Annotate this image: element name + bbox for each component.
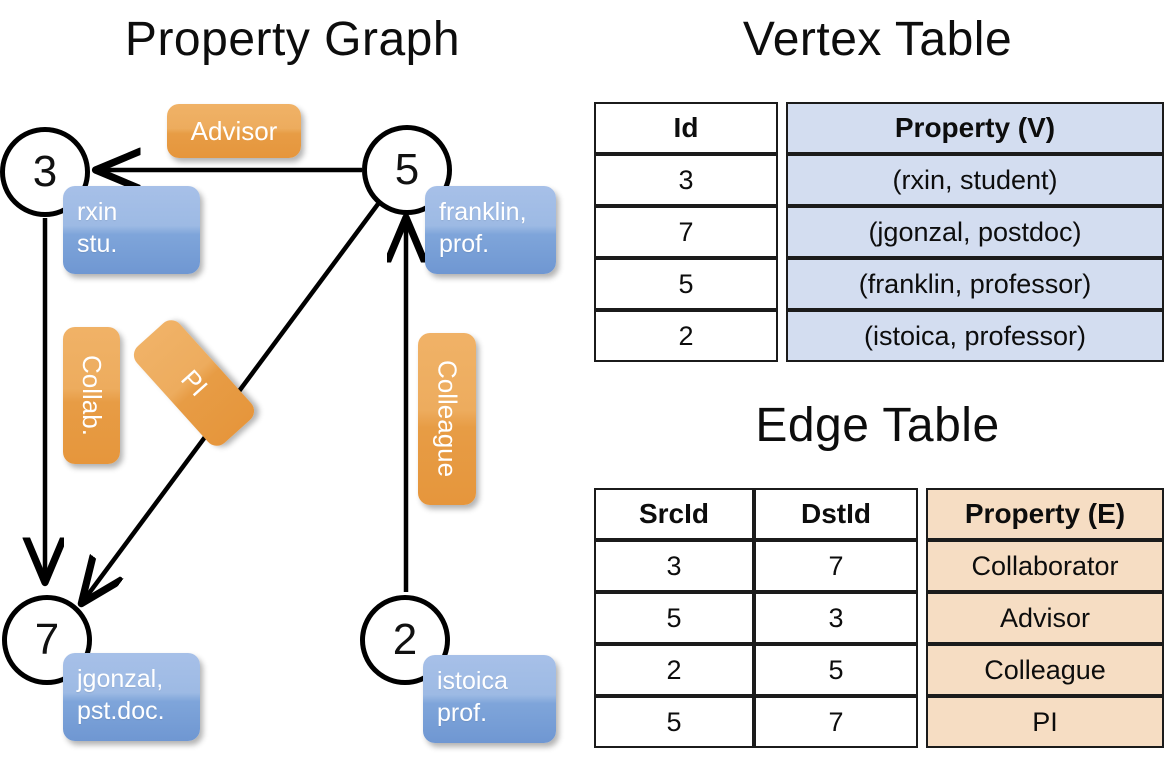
- edge-row-3-src: 5: [594, 696, 754, 748]
- vertex-table-header-row: Id Property (V): [594, 102, 1164, 154]
- node-3-property-bubble: rxin stu.: [63, 186, 200, 274]
- column-gap: [778, 154, 786, 206]
- column-gap: [918, 696, 926, 748]
- edge-table-header-property: Property (E): [926, 488, 1164, 540]
- column-gap: [778, 206, 786, 258]
- edge-table-header-row: SrcId DstId Property (E): [594, 488, 1164, 540]
- column-gap: [918, 488, 926, 540]
- edge-row-1-src: 5: [594, 592, 754, 644]
- node-5-property-bubble: franklin, prof.: [425, 186, 556, 274]
- table-row: 7 (jgonzal, postdoc): [594, 206, 1164, 258]
- node-2-property-bubble: istoica prof.: [423, 655, 556, 743]
- vertex-table-header-property: Property (V): [786, 102, 1164, 154]
- edge-row-3-property: PI: [926, 696, 1164, 748]
- vertex-row-2-property: (franklin, professor): [786, 258, 1164, 310]
- vertex-row-3-id: 2: [594, 310, 778, 362]
- edge-row-0-src: 3: [594, 540, 754, 592]
- vertex-table-title: Vertex Table: [742, 13, 1013, 66]
- edge-label-colleague: Colleague: [418, 333, 476, 505]
- column-gap: [778, 258, 786, 310]
- column-gap: [778, 102, 786, 154]
- edge-table-title: Edge Table: [755, 399, 1000, 452]
- node-3-property-line2: stu.: [77, 230, 118, 258]
- table-row: 5 3 Advisor: [594, 592, 1164, 644]
- column-gap: [918, 540, 926, 592]
- table-row: 5 (franklin, professor): [594, 258, 1164, 310]
- node-7-property-bubble: jgonzal, pst.doc.: [63, 653, 200, 741]
- graph-node-5[interactable]: 5: [362, 125, 452, 215]
- node-5-property-line1: franklin,: [439, 198, 527, 226]
- table-row: 3 (rxin, student): [594, 154, 1164, 206]
- vertex-row-1-id: 7: [594, 206, 778, 258]
- edge-row-0-property: Collaborator: [926, 540, 1164, 592]
- column-gap: [918, 592, 926, 644]
- vertex-row-0-property: (rxin, student): [786, 154, 1164, 206]
- node-2-property-line2: prof.: [437, 699, 488, 727]
- edge-row-1-property: Advisor: [926, 592, 1164, 644]
- vertex-row-3-property: (istoica, professor): [786, 310, 1164, 362]
- edge-row-2-property: Colleague: [926, 644, 1164, 696]
- edge-label-advisor: Advisor: [167, 104, 301, 158]
- table-row: 2 5 Colleague: [594, 644, 1164, 696]
- column-gap: [918, 644, 926, 696]
- property-graph-title: Property Graph: [124, 13, 461, 66]
- vertex-table-header-id: Id: [594, 102, 778, 154]
- edge-table-header-srcid: SrcId: [594, 488, 754, 540]
- table-row: 2 (istoica, professor): [594, 310, 1164, 362]
- edge-table: SrcId DstId Property (E) 3 7 Collaborato…: [594, 488, 1164, 748]
- vertex-row-0-id: 3: [594, 154, 778, 206]
- node-2-property-line1: istoica: [437, 667, 508, 695]
- edge-table-header-dstid: DstId: [754, 488, 918, 540]
- vertex-table: Id Property (V) 3 (rxin, student) 7 (jgo…: [594, 102, 1164, 362]
- node-5-property-line2: prof.: [439, 230, 490, 258]
- vertex-row-1-property: (jgonzal, postdoc): [786, 206, 1164, 258]
- table-row: 3 7 Collaborator: [594, 540, 1164, 592]
- graph-node-2[interactable]: 2: [360, 595, 450, 685]
- column-gap: [778, 310, 786, 362]
- edge-label-collab: Collab.: [63, 327, 120, 464]
- edge-row-2-dst: 5: [754, 644, 918, 696]
- table-row: 5 7 PI: [594, 696, 1164, 748]
- node-3-property-line1: rxin: [77, 198, 118, 226]
- node-7-property-line2: pst.doc.: [77, 697, 165, 725]
- edge-row-3-dst: 7: [754, 696, 918, 748]
- node-7-property-line1: jgonzal,: [77, 665, 164, 693]
- edge-row-2-src: 2: [594, 644, 754, 696]
- property-graph-canvas: 3 5 7 2 rxin stu. franklin, prof. jgonza…: [0, 104, 556, 743]
- edge-row-0-dst: 7: [754, 540, 918, 592]
- edge-row-1-dst: 3: [754, 592, 918, 644]
- vertex-row-2-id: 5: [594, 258, 778, 310]
